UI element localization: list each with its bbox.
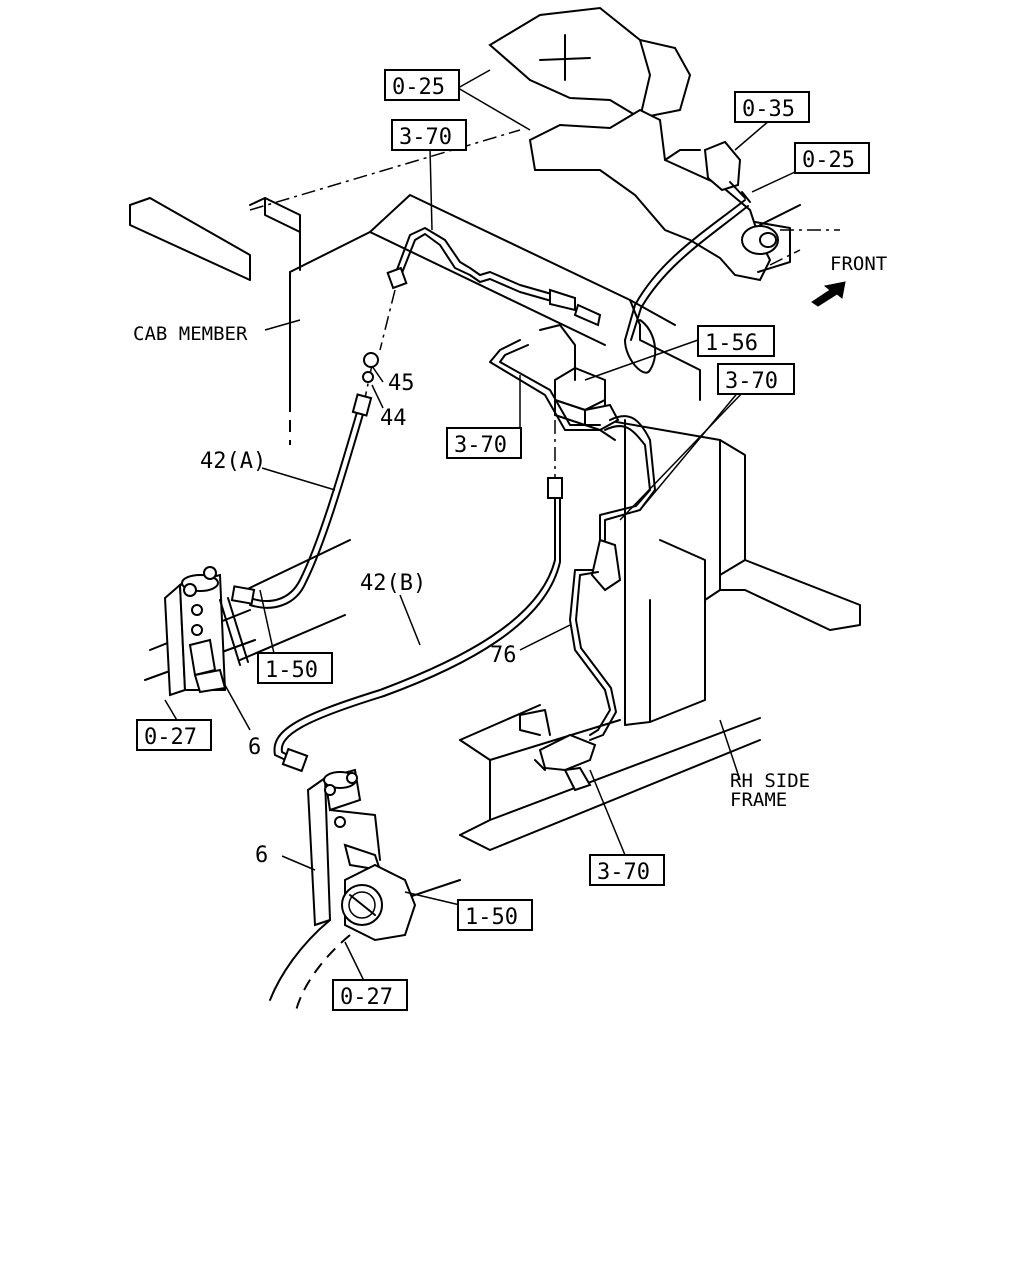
svg-text:3-70: 3-70 xyxy=(454,433,507,458)
ref-box-3-70-top: 3-70 xyxy=(391,119,467,151)
ref-box-1-56: 1-56 xyxy=(697,325,775,357)
svg-text:0-25: 0-25 xyxy=(392,75,445,100)
part-44: 44 xyxy=(380,406,407,431)
svg-text:3-70: 3-70 xyxy=(399,125,452,150)
part-76: 76 xyxy=(490,643,517,668)
svg-text:0-27: 0-27 xyxy=(144,725,197,750)
svg-text:1-50: 1-50 xyxy=(465,905,518,930)
ref-box-0-27-bottom: 0-27 xyxy=(332,979,408,1011)
ref-box-1-50-bottom: 1-50 xyxy=(457,899,533,931)
ref-box-3-70-right: 3-70 xyxy=(717,363,795,395)
svg-text:3-70: 3-70 xyxy=(597,860,650,885)
ref-box-3-70-mid: 3-70 xyxy=(446,427,522,459)
brake-chamber-upper xyxy=(163,566,249,697)
part-6-bottom: 6 xyxy=(255,843,268,868)
label-cab-member: CAB MEMBER xyxy=(133,323,248,345)
leader-lines xyxy=(164,69,796,984)
part-6-left: 6 xyxy=(248,735,261,760)
brake-lines xyxy=(230,199,749,792)
svg-text:0-27: 0-27 xyxy=(340,985,393,1010)
label-rh-side: RH SIDE xyxy=(730,770,810,792)
svg-text:1-56: 1-56 xyxy=(705,331,758,356)
brake-chamber-lower xyxy=(306,768,417,942)
front-arrow-icon xyxy=(811,281,846,307)
svg-text:3-70: 3-70 xyxy=(725,369,778,394)
ref-box-1-50-left: 1-50 xyxy=(257,652,333,684)
svg-text:0-25: 0-25 xyxy=(802,148,855,173)
ref-box-0-27-left: 0-27 xyxy=(136,719,212,751)
label-front: FRONT xyxy=(830,253,887,275)
part-42a: 42(A) xyxy=(200,449,266,474)
ref-box-0-25-right: 0-25 xyxy=(794,142,870,174)
part-42b: 42(B) xyxy=(360,571,426,596)
ref-box-0-35: 0-35 xyxy=(734,91,810,123)
rh-side-frame xyxy=(459,419,861,851)
sensor-component xyxy=(703,140,751,203)
air-cleaner-assembly xyxy=(488,6,840,282)
part-45: 45 xyxy=(388,371,415,396)
svg-text:1-50: 1-50 xyxy=(265,658,318,683)
ref-box-0-25-top: 0-25 xyxy=(384,69,460,101)
svg-text:0-35: 0-35 xyxy=(742,97,795,122)
cab-member-structure xyxy=(129,129,701,445)
ref-box-3-70-bottom: 3-70 xyxy=(589,854,665,886)
label-frame: FRAME xyxy=(730,789,787,811)
